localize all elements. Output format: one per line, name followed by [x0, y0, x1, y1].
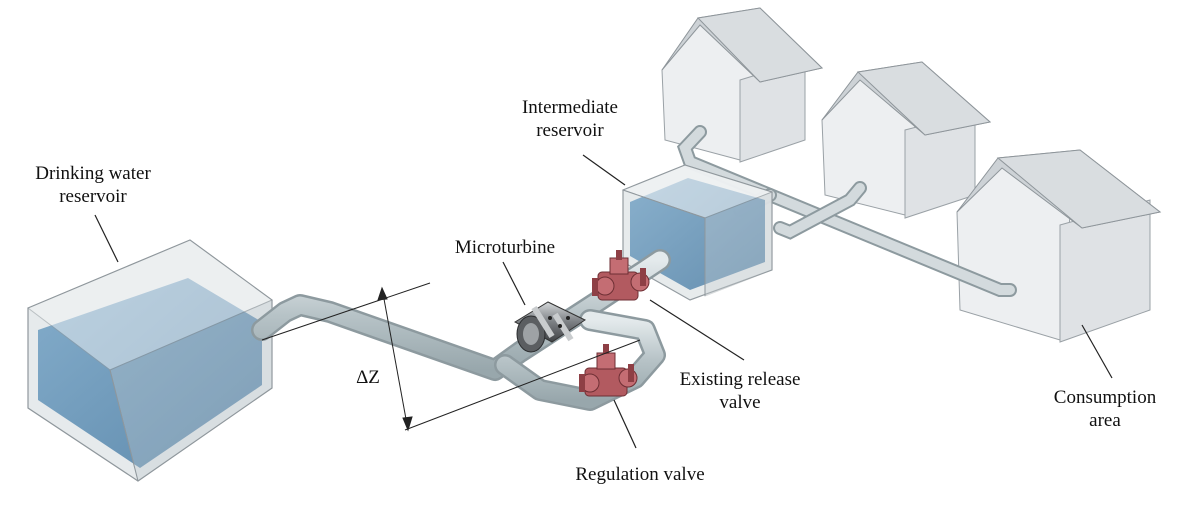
label-regulation-valve: Regulation valve — [575, 464, 705, 485]
label-drinking-water-reservoir: Drinking water reservoir — [35, 163, 151, 207]
house-1 — [661, 7, 824, 163]
label-consumption-area: Consumption area — [1053, 387, 1157, 431]
label-delta-z: ΔZ — [356, 367, 380, 388]
leader-lines — [94, 154, 1113, 449]
label-existing-release-valve: Existing release valve — [679, 369, 801, 413]
label-microturbine: Microturbine — [454, 237, 556, 258]
house-3 — [956, 149, 1162, 343]
regulation-valve — [579, 344, 638, 397]
microturbine — [513, 301, 587, 353]
existing-release-valve — [592, 250, 650, 301]
drinking-water-reservoir — [27, 239, 274, 482]
label-intermediate-reservoir: Intermediate reservoir — [521, 97, 618, 141]
delta-z-dimension — [261, 282, 641, 432]
house-2 — [821, 61, 992, 219]
